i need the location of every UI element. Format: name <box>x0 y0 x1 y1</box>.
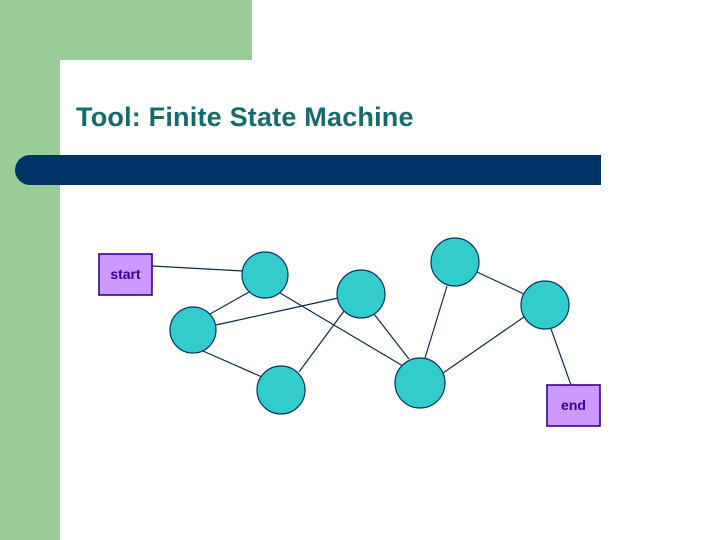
transition-edge <box>442 316 525 374</box>
white-content-panel <box>60 60 720 540</box>
state-node-s4[interactable] <box>256 365 306 415</box>
transition-edge <box>476 271 525 295</box>
state-node-group <box>169 237 570 415</box>
state-node-s5[interactable] <box>394 357 446 409</box>
transition-edge <box>202 350 263 378</box>
terminal-node-group: start end <box>98 253 601 427</box>
transition-edge <box>424 285 448 359</box>
transition-edge <box>298 310 345 373</box>
transition-edge <box>550 328 572 386</box>
terminal-box-start[interactable] <box>98 253 153 296</box>
title-underline-bar <box>15 155 601 185</box>
transition-edge <box>151 265 244 272</box>
top-green-block-decoration <box>0 0 252 60</box>
terminal-box-end[interactable] <box>546 384 601 427</box>
state-node-s1[interactable] <box>241 251 289 299</box>
state-node-s3[interactable] <box>336 269 386 319</box>
transition-edge-group <box>151 265 572 386</box>
state-node-s2[interactable] <box>169 306 217 354</box>
state-node-s7[interactable] <box>520 280 570 330</box>
page-title: Tool: Finite State Machine <box>76 102 414 132</box>
transition-edge <box>215 297 339 326</box>
terminal-label-start: start <box>110 266 141 282</box>
left-green-rail-decoration <box>0 0 60 540</box>
state-node-s6[interactable] <box>430 237 480 287</box>
transition-edge <box>209 291 250 315</box>
terminal-label-end: end <box>561 397 586 413</box>
transition-edge <box>279 292 404 367</box>
transition-edge <box>373 313 410 360</box>
